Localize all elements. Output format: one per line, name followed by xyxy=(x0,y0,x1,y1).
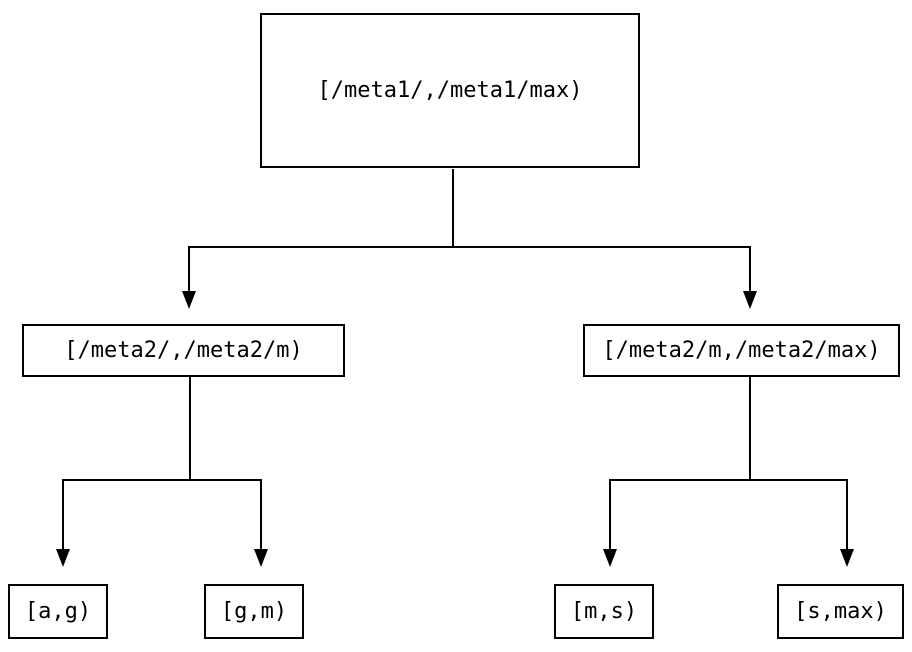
node-label: [s,max) xyxy=(794,598,887,624)
edge-lines xyxy=(62,169,848,549)
node-meta1-range: [/meta1/,/meta1/max) xyxy=(260,13,640,168)
node-leaf-g-m: [g,m) xyxy=(204,584,304,639)
node-meta2-left-range: [/meta2/,/meta2/m) xyxy=(22,324,345,377)
node-leaf-s-max: [s,max) xyxy=(777,584,904,639)
node-leaf-m-s: [m,s) xyxy=(554,584,654,639)
node-leaf-a-g: [a,g) xyxy=(8,584,108,639)
node-label: [a,g) xyxy=(24,598,92,624)
arrow-down-icon xyxy=(840,549,854,567)
node-label: [/meta2/m,/meta2/max) xyxy=(602,337,881,363)
node-label: [/meta1/,/meta1/max) xyxy=(317,77,583,103)
node-label: [g,m) xyxy=(220,598,288,624)
arrowheads xyxy=(56,291,854,567)
arrow-down-icon xyxy=(603,549,617,567)
arrow-down-icon xyxy=(182,291,196,309)
node-label: [m,s) xyxy=(570,598,638,624)
arrow-down-icon xyxy=(56,549,70,567)
node-meta2-right-range: [/meta2/m,/meta2/max) xyxy=(583,324,900,377)
node-label: [/meta2/,/meta2/m) xyxy=(64,337,303,363)
arrow-down-icon xyxy=(743,291,757,309)
arrow-down-icon xyxy=(254,549,268,567)
